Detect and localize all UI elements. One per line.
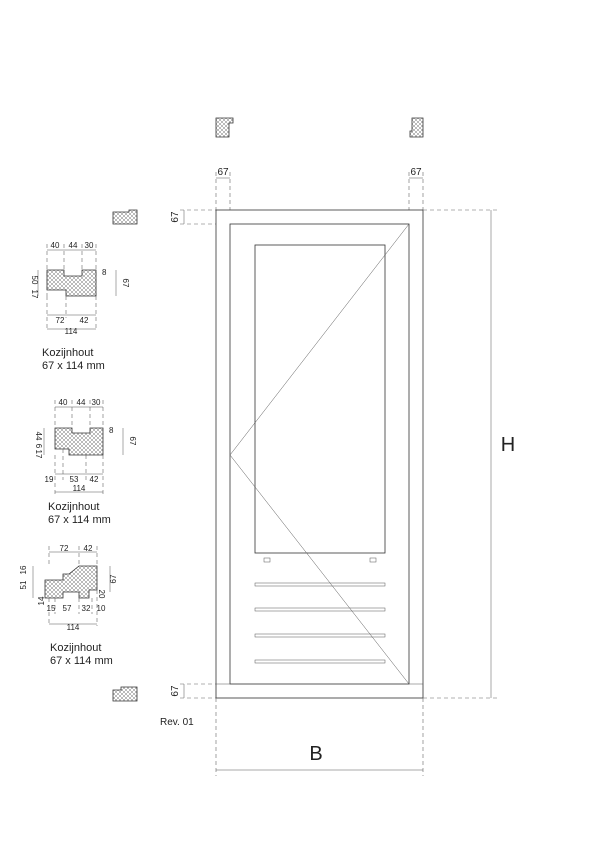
profile-2-bottom-dim-1: 19 <box>45 475 54 484</box>
profile-2-top-dim-1: 40 <box>59 398 68 407</box>
top-frame-dimensions: 67 67 <box>215 167 424 210</box>
left-frame-width-label: 67 <box>217 167 229 178</box>
profile-2-caption-line2: 67 x 114 mm <box>48 514 111 526</box>
opening-direction-lines <box>229 223 410 685</box>
revision-label: Rev. 01 <box>160 717 194 728</box>
profile-section-2: 40 44 30 8 67 44 6 17 19 53 42 114 Kozij… <box>34 398 137 526</box>
profile-2-bottom-dim-2: 53 <box>70 475 79 484</box>
section-icon-left-top <box>112 209 138 225</box>
profile-2-left-dim-3: 17 <box>34 450 43 459</box>
profile-2-left-dim-2: 6 <box>34 444 43 449</box>
profile-3-bottom-dim-4: 10 <box>97 604 106 613</box>
profile-3-right-dim: 67 <box>109 574 118 583</box>
side-frame-dimensions: 67 67 <box>170 209 216 699</box>
profile-3-top-dim-1: 72 <box>60 544 69 553</box>
profile-1-right-dim: 67 <box>121 279 130 288</box>
profile-1-caption-line1: Kozijnhout <box>42 347 93 359</box>
profile-2-top-dim-2: 44 <box>77 398 86 407</box>
door-elevation <box>215 209 424 699</box>
bottom-frame-height-label: 67 <box>170 685 181 697</box>
section-icon-top-right <box>409 117 424 138</box>
profile-1-top-dim-3: 30 <box>85 241 94 250</box>
section-icon-left-bottom <box>112 686 138 702</box>
profile-3-bottom-dim-2: 57 <box>63 604 72 613</box>
profile-3-right-small: 20 <box>97 590 106 599</box>
profile-1-left-dim-1: 50 <box>30 276 39 285</box>
profile-3-left-dim-1: 51 <box>19 580 28 589</box>
profile-1-total: 114 <box>65 327 78 336</box>
profile-2-bottom-dim-3: 42 <box>90 475 99 484</box>
profile-3-caption-line1: Kozijnhout <box>50 642 101 654</box>
profile-3-left-dim-2: 16 <box>19 565 28 574</box>
profile-3-bottom-dim-3: 32 <box>82 604 91 613</box>
profile-1-bottom-dim-2: 42 <box>80 316 89 325</box>
profile-3-caption-line2: 67 x 114 mm <box>50 655 113 667</box>
vent-slats <box>254 582 386 664</box>
height-dimension: H <box>423 209 515 699</box>
profile-section-1: 40 44 30 8 67 50 17 72 42 114 Kozijnhout… <box>30 241 130 372</box>
profile-2-right-small: 8 <box>109 426 114 435</box>
width-dimension: B <box>215 698 424 776</box>
profile-2-left-dim-1: 44 <box>34 432 43 441</box>
profile-3-left-dim-3: 14 <box>37 596 46 605</box>
glass-panel <box>254 244 386 554</box>
profile-2-top-dim-3: 30 <box>92 398 101 407</box>
profile-2-caption-line1: Kozijnhout <box>48 501 99 513</box>
profile-1-right-small: 8 <box>102 268 107 277</box>
profile-1-top-dim-1: 40 <box>51 241 60 250</box>
profile-1-top-dim-2: 44 <box>69 241 78 250</box>
right-frame-width-label: 67 <box>410 167 422 178</box>
profile-3-top-dim-2: 42 <box>84 544 93 553</box>
profile-1-bottom-dim-1: 72 <box>56 316 65 325</box>
profile-3-total: 114 <box>67 623 80 632</box>
profile-2-total: 114 <box>73 484 86 493</box>
top-frame-height-label: 67 <box>170 211 181 223</box>
profile-section-3: 72 42 67 20 51 16 14 15 57 32 10 114 Koz… <box>19 544 118 667</box>
height-label: H <box>501 434 515 456</box>
width-label: B <box>309 743 322 765</box>
section-icon-top-left <box>215 117 234 138</box>
profile-3-bottom-dim-1: 15 <box>47 604 56 613</box>
profile-1-left-dim-2: 17 <box>30 290 39 299</box>
profile-1-caption-line2: 67 x 114 mm <box>42 360 105 372</box>
profile-2-right-dim: 67 <box>128 437 137 446</box>
